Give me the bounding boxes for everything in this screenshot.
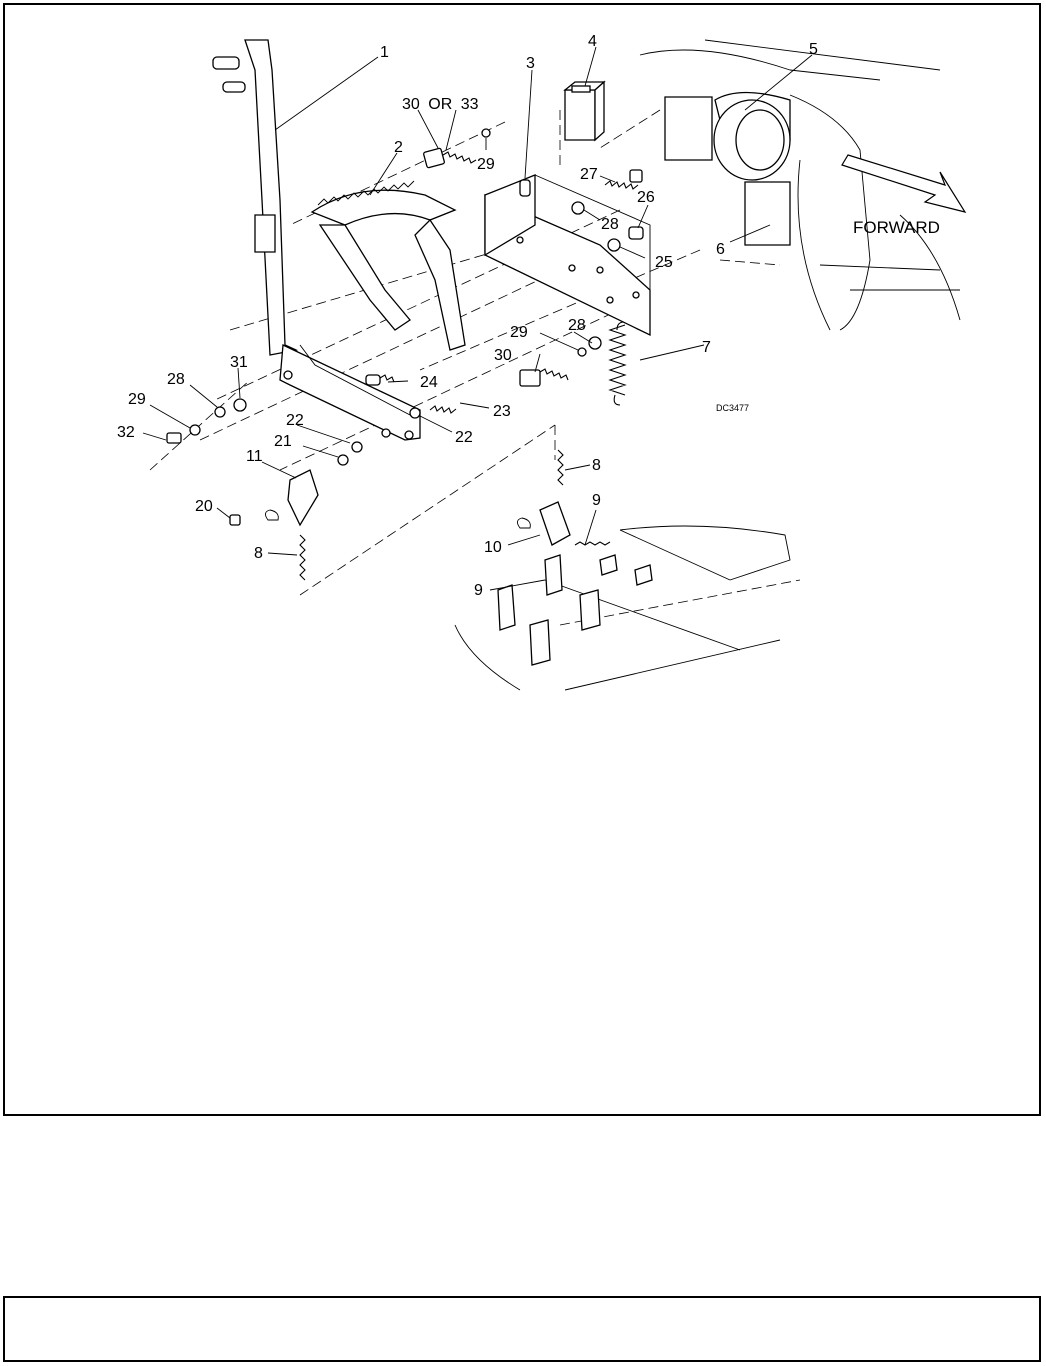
forward-arrow (841, 154, 967, 213)
forward-arrow-icon (841, 154, 967, 213)
callout-28-left: 28 (167, 371, 185, 388)
callout-30: 30 (494, 347, 512, 364)
callout-25: 25 (655, 254, 673, 271)
callout-11: 11 (246, 448, 263, 465)
callout-24: 24 (420, 374, 438, 391)
callout-30-or-33: 30 OR 33 (402, 96, 479, 113)
callout-22-left: 22 (286, 412, 304, 429)
callout-3: 3 (526, 55, 535, 72)
callout-29-top: 29 (477, 156, 495, 173)
callout-8-right: 8 (592, 457, 601, 474)
callout-6: 6 (716, 241, 725, 258)
tractor-housing (639, 39, 961, 331)
lever-assembly (212, 39, 421, 441)
callout-2: 2 (394, 139, 403, 156)
bottom-frame (3, 1296, 1041, 1362)
callout-28-top: 28 (601, 216, 619, 233)
latch-parts (265, 469, 571, 546)
callout-22-right: 22 (455, 429, 473, 446)
square-tube (563, 80, 606, 142)
lower-deck (454, 525, 791, 691)
figure-frame (3, 3, 1041, 1116)
callout-29-left: 29 (128, 391, 146, 408)
callout-21: 21 (274, 433, 292, 450)
callout-9-top: 9 (592, 492, 601, 509)
leader-lines (142, 46, 813, 591)
callout-32: 32 (117, 424, 135, 441)
callout-9-bottom: 9 (474, 582, 483, 599)
callout-23: 23 (493, 403, 511, 420)
callout-1: 1 (380, 44, 389, 61)
callout-27: 27 (580, 166, 598, 183)
callout-20: 20 (195, 498, 213, 515)
drawing-code: DC3477 (716, 403, 749, 413)
extension-spring (608, 321, 627, 406)
callout-28-mid: 28 (568, 317, 586, 334)
bracket-plate (484, 174, 651, 337)
callout-26: 26 (637, 189, 655, 206)
callout-4: 4 (588, 33, 597, 50)
callout-29-mid: 29 (510, 324, 528, 341)
callout-7: 7 (702, 339, 711, 356)
callouts: 1 2 3 4 5 6 7 30 OR 33 29 27 28 26 25 28… (117, 33, 818, 599)
forward-label: FORWARD (853, 218, 940, 237)
callout-10: 10 (484, 539, 502, 556)
callout-5: 5 (809, 41, 818, 58)
plate-hardware (166, 128, 644, 526)
callout-8-left: 8 (254, 545, 263, 562)
quadrant-plate (310, 180, 466, 351)
callout-31: 31 (230, 354, 248, 371)
